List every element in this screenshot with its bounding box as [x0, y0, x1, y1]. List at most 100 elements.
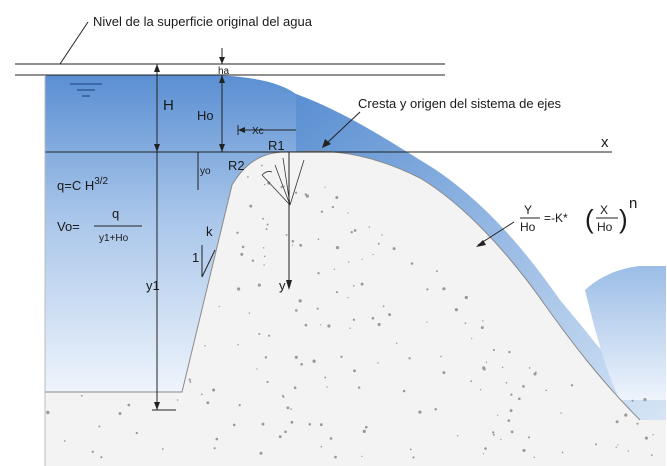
aggregate-speck	[500, 438, 502, 441]
aggregate-speck	[135, 431, 138, 435]
aggregate-speck	[650, 454, 653, 456]
aggregate-speck	[377, 322, 381, 327]
aggregate-speck	[241, 245, 245, 249]
aggregate-speck	[46, 410, 50, 415]
vo-equation-num: q	[112, 206, 119, 221]
aggregate-speck	[434, 407, 437, 411]
aggregate-speck	[528, 367, 531, 369]
aggregate-speck	[290, 408, 292, 410]
R1-label: R1	[268, 138, 285, 153]
aggregate-speck	[440, 355, 442, 358]
tailwater	[585, 266, 666, 400]
aggregate-speck	[298, 299, 302, 303]
aggregate-speck	[91, 450, 95, 454]
profile-Y: Y	[524, 203, 532, 217]
aggregate-speck	[266, 223, 269, 226]
aggregate-speck	[395, 342, 398, 345]
aggregate-speck	[237, 344, 239, 346]
aggregate-speck	[263, 264, 265, 266]
Xc-arrow-left	[238, 127, 245, 133]
Ho-arrow-bottom	[219, 144, 225, 152]
R2-label: R2	[228, 158, 245, 173]
aggregate-speck	[382, 305, 385, 308]
aggregate-speck	[643, 397, 647, 402]
aggregate-speck	[456, 434, 459, 437]
aggregate-speck	[206, 401, 210, 405]
aggregate-speck	[285, 233, 288, 236]
aggregate-speck	[594, 443, 597, 446]
aggregate-speck	[470, 380, 473, 383]
aggregate-speck	[527, 436, 531, 439]
dam-body	[45, 151, 666, 466]
aggregate-speck	[533, 456, 535, 459]
aggregate-speck	[260, 164, 263, 167]
radius-lines	[261, 157, 305, 206]
aggregate-speck	[368, 226, 371, 228]
aggregate-speck	[304, 193, 308, 196]
water-level-label: Nivel de la superficie original del agua	[93, 14, 313, 29]
aggregate-speck	[480, 326, 484, 330]
crest-origin-arrow	[325, 111, 361, 145]
aggregate-speck	[545, 389, 548, 392]
aggregate-speck	[263, 255, 266, 258]
aggregate-speck	[261, 422, 265, 426]
aggregate-speck	[392, 247, 396, 251]
aggregate-speck	[482, 453, 485, 455]
aggregate-speck	[372, 253, 374, 256]
aggregate-speck	[505, 381, 508, 384]
aggregate-speck	[327, 324, 331, 328]
aggregate-speck	[300, 362, 303, 366]
aggregate-speck	[517, 397, 521, 401]
aggregate-speck	[299, 243, 303, 247]
aggregate-speck	[80, 394, 83, 397]
aggregate-speck	[347, 212, 349, 214]
aggregate-speck	[454, 308, 458, 312]
aggregate-speck	[189, 381, 192, 383]
aggregate-speck	[286, 406, 290, 410]
aggregate-speck	[360, 282, 364, 286]
aggregate-speck	[349, 327, 351, 329]
Xc-label: Xc	[252, 126, 264, 137]
aggregate-speck	[324, 186, 326, 188]
ha-label: ha	[218, 66, 230, 77]
aggregate-speck	[361, 258, 363, 260]
aggregate-speck	[364, 425, 368, 429]
aggregate-speck	[304, 323, 308, 327]
aggregate-speck	[212, 388, 216, 392]
aggregate-speck	[484, 447, 487, 450]
Ho-label: Ho	[197, 108, 214, 123]
aggregate-speck	[636, 422, 639, 425]
vo-equation-lhs: Vo=	[57, 219, 80, 234]
nappe-thickness-arrow	[476, 240, 486, 247]
aggregate-speck	[247, 176, 249, 178]
aggregate-speck	[377, 242, 380, 245]
aggregate-speck	[426, 288, 429, 291]
aggregate-speck	[284, 430, 287, 434]
aggregate-speck	[290, 420, 294, 424]
aggregate-speck	[238, 403, 241, 407]
aggregate-speck	[240, 252, 244, 256]
aggregate-speck	[347, 297, 349, 299]
y-axis-arrow	[286, 280, 292, 290]
aggregate-speck	[127, 403, 131, 407]
aggregate-speck	[510, 393, 513, 396]
aggregate-speck	[522, 385, 525, 388]
aggregate-speck	[482, 366, 486, 370]
aggregate-speck	[218, 305, 220, 308]
aggregate-speck	[353, 229, 357, 232]
aggregate-speck	[377, 362, 379, 364]
aggregate-speck	[316, 307, 319, 310]
q-equation: q=C H3/2	[57, 176, 109, 193]
aggregate-speck	[471, 337, 473, 340]
aggregate-speck	[237, 287, 241, 291]
reservoir-water	[45, 75, 296, 392]
vo-equation-den: y1+Ho	[99, 233, 129, 244]
aggregate-speck	[248, 312, 250, 314]
aggregate-speck	[485, 361, 488, 363]
aggregate-speck	[320, 210, 324, 213]
profile-paren-right: )	[619, 204, 628, 234]
water-level-leader	[59, 21, 89, 65]
aggregate-speck	[615, 446, 617, 448]
aggregate-speck	[215, 437, 219, 441]
aggregate-speck	[402, 389, 406, 393]
